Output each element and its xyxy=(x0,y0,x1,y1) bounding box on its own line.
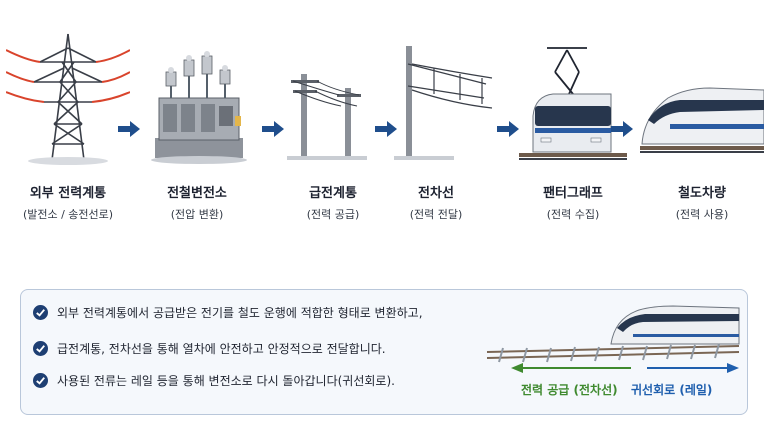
transmission-tower-icon xyxy=(6,33,130,165)
step-title: 전차선 xyxy=(418,186,454,201)
step-feeder: 급전계통 (전력 공급) xyxy=(271,20,395,230)
note-item: 급전계통, 전차선을 통해 열차에 안전하고 안정적으로 전달합니다. xyxy=(33,339,386,357)
step-subtitle: (전력 사용) xyxy=(675,208,729,221)
summary-panel: 외부 전력계통에서 공급받은 전기를 철도 운행에 적합한 형태로 변환하고, … xyxy=(20,289,748,415)
step-subtitle: (발전소 / 송전선로) xyxy=(22,208,114,221)
note-text: 사용된 전류는 레일 등을 통해 변전소로 다시 돌아갑니다(귀선회로). xyxy=(57,373,395,388)
arrow-right-icon xyxy=(118,121,140,137)
check-circle-icon xyxy=(33,340,48,356)
arrow-right-icon xyxy=(262,121,284,137)
step-external-grid: 외부 전력계통 (발전소 / 송전선로) xyxy=(6,20,130,230)
step-subtitle: (전력 수집) xyxy=(546,208,600,221)
feeder-poles-icon xyxy=(287,74,367,160)
high-speed-train-icon xyxy=(640,87,764,153)
check-circle-icon xyxy=(33,372,48,388)
step-title: 팬터그래프 xyxy=(543,186,603,201)
substation-icon xyxy=(151,51,247,164)
step-title: 철도차량 xyxy=(678,186,726,201)
step-title: 외부 전력계통 xyxy=(29,186,107,201)
note-item: 사용된 전류는 레일 등을 통해 변전소로 다시 돌아갑니다(귀선회로). xyxy=(33,371,395,389)
current-loop-illustration xyxy=(486,305,740,373)
step-subtitle: (전력 전달) xyxy=(409,208,463,221)
arrow-right-icon xyxy=(497,121,519,137)
check-circle-icon xyxy=(33,304,48,320)
note-text: 급전계통, 전차선을 통해 열차에 안전하고 안정적으로 전달합니다. xyxy=(57,341,386,356)
note-item: 외부 전력계통에서 공급받은 전기를 철도 운행에 적합한 형태로 변환하고, xyxy=(33,303,423,321)
step-pantograph: 팬터그래프 (전력 수집) xyxy=(511,20,635,230)
supply-arrow-icon xyxy=(511,363,631,373)
step-subtitle: (전력 공급) xyxy=(306,208,360,221)
pantograph-train-icon xyxy=(519,47,627,160)
step-title: 전철변전소 xyxy=(167,186,227,201)
return-label: 귀선회로 (레일) xyxy=(631,383,713,397)
step-rolling-stock: 철도차량 (전력 사용) xyxy=(640,20,764,230)
return-arrow-icon xyxy=(647,363,739,373)
arrow-right-icon xyxy=(375,121,397,137)
step-subtitle: (전압 변환) xyxy=(170,208,224,221)
step-title: 급전계통 xyxy=(309,186,357,201)
supply-label: 전력 공급 (전차선) xyxy=(521,383,618,397)
catenary-icon xyxy=(394,46,493,160)
arrow-right-icon xyxy=(611,121,633,137)
power-flow: 외부 전력계통 (발전소 / 송전선로) xyxy=(0,20,776,230)
note-text: 외부 전력계통에서 공급받은 전기를 철도 운행에 적합한 형태로 변환하고, xyxy=(57,305,423,320)
step-substation: 전철변전소 (전압 변환) xyxy=(135,20,259,230)
step-catenary: 전차선 (전력 전달) xyxy=(374,20,498,230)
